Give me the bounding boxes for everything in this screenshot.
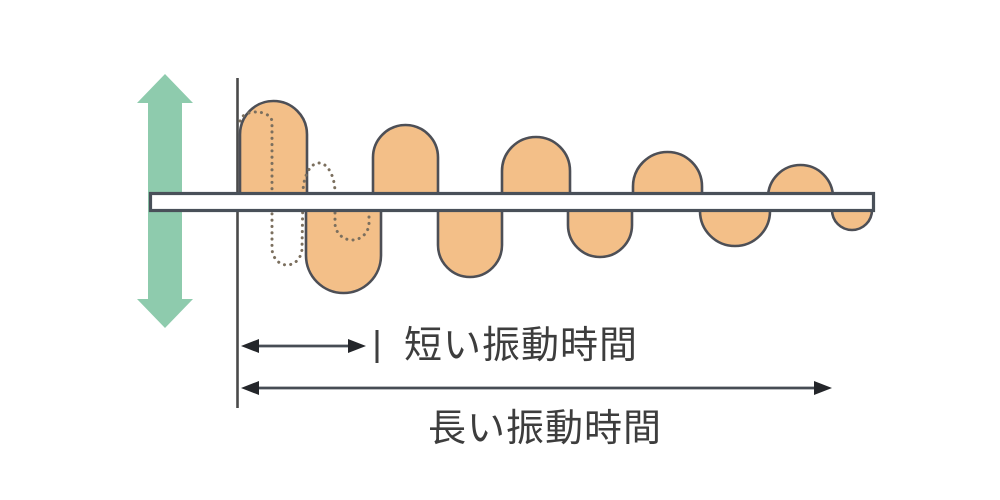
wave-lobe (500, 135, 572, 209)
wave-lobe (304, 195, 383, 295)
long-span-arrow-icon (241, 381, 832, 395)
short-span-arrow-icon (241, 330, 379, 363)
wave-lobe (238, 99, 309, 209)
wave-lobe (371, 123, 440, 209)
ghost-wave (238, 110, 371, 267)
long-vibration-label: 長い振動時間 (428, 408, 662, 450)
rod (148, 191, 876, 213)
wave-lobe (436, 195, 504, 279)
short-vibration-label: 短い振動時間 (404, 325, 638, 367)
